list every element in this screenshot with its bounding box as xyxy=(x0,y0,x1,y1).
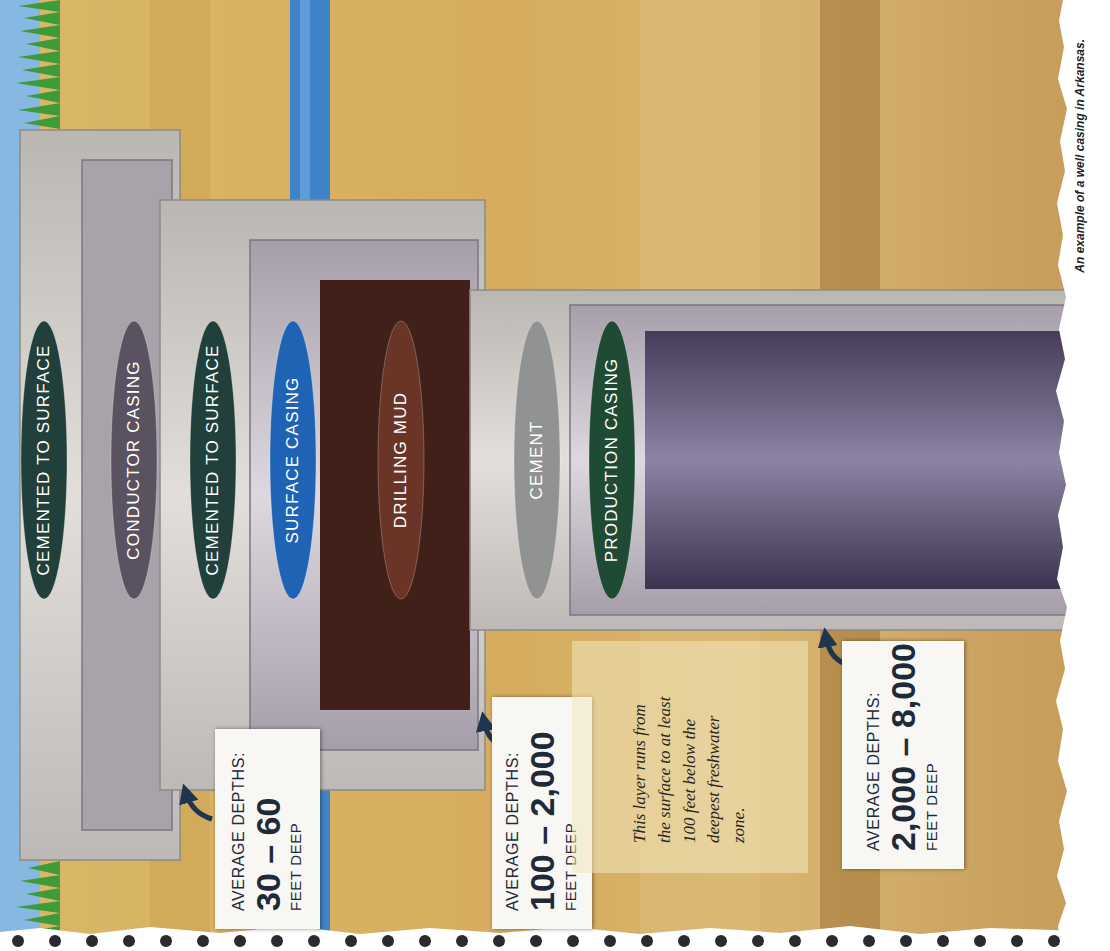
layer-name: SURFACE CASING xyxy=(283,377,303,544)
depth-caption: FEET DEEP xyxy=(924,641,940,851)
oval-shape xyxy=(270,321,316,599)
production-pipe xyxy=(645,331,1070,589)
layer-name: CEMENTED TO SURFACE xyxy=(203,345,223,576)
node-content: AVERAGE DEPTHS:30 – 60FEET DEEP xyxy=(215,729,320,929)
oval-shape xyxy=(378,321,424,599)
depth-caption: AVERAGE DEPTHS: xyxy=(866,641,883,851)
depth-box: AVERAGE DEPTHS:30 – 60FEET DEEP xyxy=(215,729,320,929)
cement-layer xyxy=(470,290,1070,630)
oval-shape xyxy=(111,321,157,599)
conductor-casing xyxy=(82,160,172,830)
perforation-dots xyxy=(0,931,1060,951)
node-content: CONDUCTOR CASING xyxy=(110,320,158,600)
cement-layer xyxy=(160,200,485,790)
layer-label: CEMENT xyxy=(513,320,561,600)
layer-label: DRILLING MUD xyxy=(377,320,425,600)
layer-label: CEMENTED TO SURFACE xyxy=(20,320,68,600)
layer-label: CEMENTED TO SURFACE xyxy=(189,320,237,600)
depth-caption: AVERAGE DEPTHS: xyxy=(505,697,522,911)
torn-paper-edge xyxy=(1056,0,1110,951)
node-content: CEMENTED TO SURFACE xyxy=(20,320,68,600)
leader-arrow xyxy=(186,793,212,819)
layer-label: PRODUCTION CASING xyxy=(588,320,636,600)
depth-caption: AVERAGE DEPTHS: xyxy=(231,729,248,911)
node-content: AVERAGE DEPTHS:2,000 – 8,000FEET DEEP xyxy=(842,641,964,869)
note-text: This layer runs from the surface to at l… xyxy=(628,693,751,843)
note-box: This layer runs from the surface to at l… xyxy=(572,641,808,873)
layer-name: PRODUCTION CASING xyxy=(602,358,622,563)
oval-shape xyxy=(514,321,560,599)
outer-cement xyxy=(20,130,180,860)
depth-value: 2,000 – 8,000 xyxy=(886,641,922,851)
node-content: CEMENTED TO SURFACE xyxy=(189,320,237,600)
node-content: CEMENT xyxy=(513,320,561,600)
depth-box: AVERAGE DEPTHS:2,000 – 8,000FEET DEEP xyxy=(842,641,964,869)
torn-paper-edge xyxy=(0,926,1110,951)
layer-name: CEMENT xyxy=(527,421,547,500)
layer-label: CONDUCTOR CASING xyxy=(110,320,158,600)
depth-value: 30 – 60 xyxy=(251,729,287,911)
layer-name: CEMENTED TO SURFACE xyxy=(34,345,54,576)
figure-caption: An example of a well casing in Arkansas. xyxy=(1073,39,1087,571)
oval-shape xyxy=(589,321,635,599)
node-content: This layer runs from the surface to at l… xyxy=(572,693,808,843)
node-content: SURFACE CASING xyxy=(269,320,317,600)
depth-caption: FEET DEEP xyxy=(288,729,304,911)
layer-name: CONDUCTOR CASING xyxy=(124,360,144,559)
node-content: PRODUCTION CASING xyxy=(588,320,636,600)
depth-value: 100 – 2,000 xyxy=(525,697,561,911)
production-casing xyxy=(570,305,1070,615)
layer-name: DRILLING MUD xyxy=(391,392,411,528)
oval-shape xyxy=(21,321,67,599)
grass xyxy=(16,0,60,129)
surface-casing xyxy=(250,240,478,750)
node-content: DRILLING MUD xyxy=(377,320,425,600)
drilling-mud xyxy=(320,280,470,710)
oval-shape xyxy=(190,321,236,599)
layer-label: SURFACE CASING xyxy=(269,320,317,600)
